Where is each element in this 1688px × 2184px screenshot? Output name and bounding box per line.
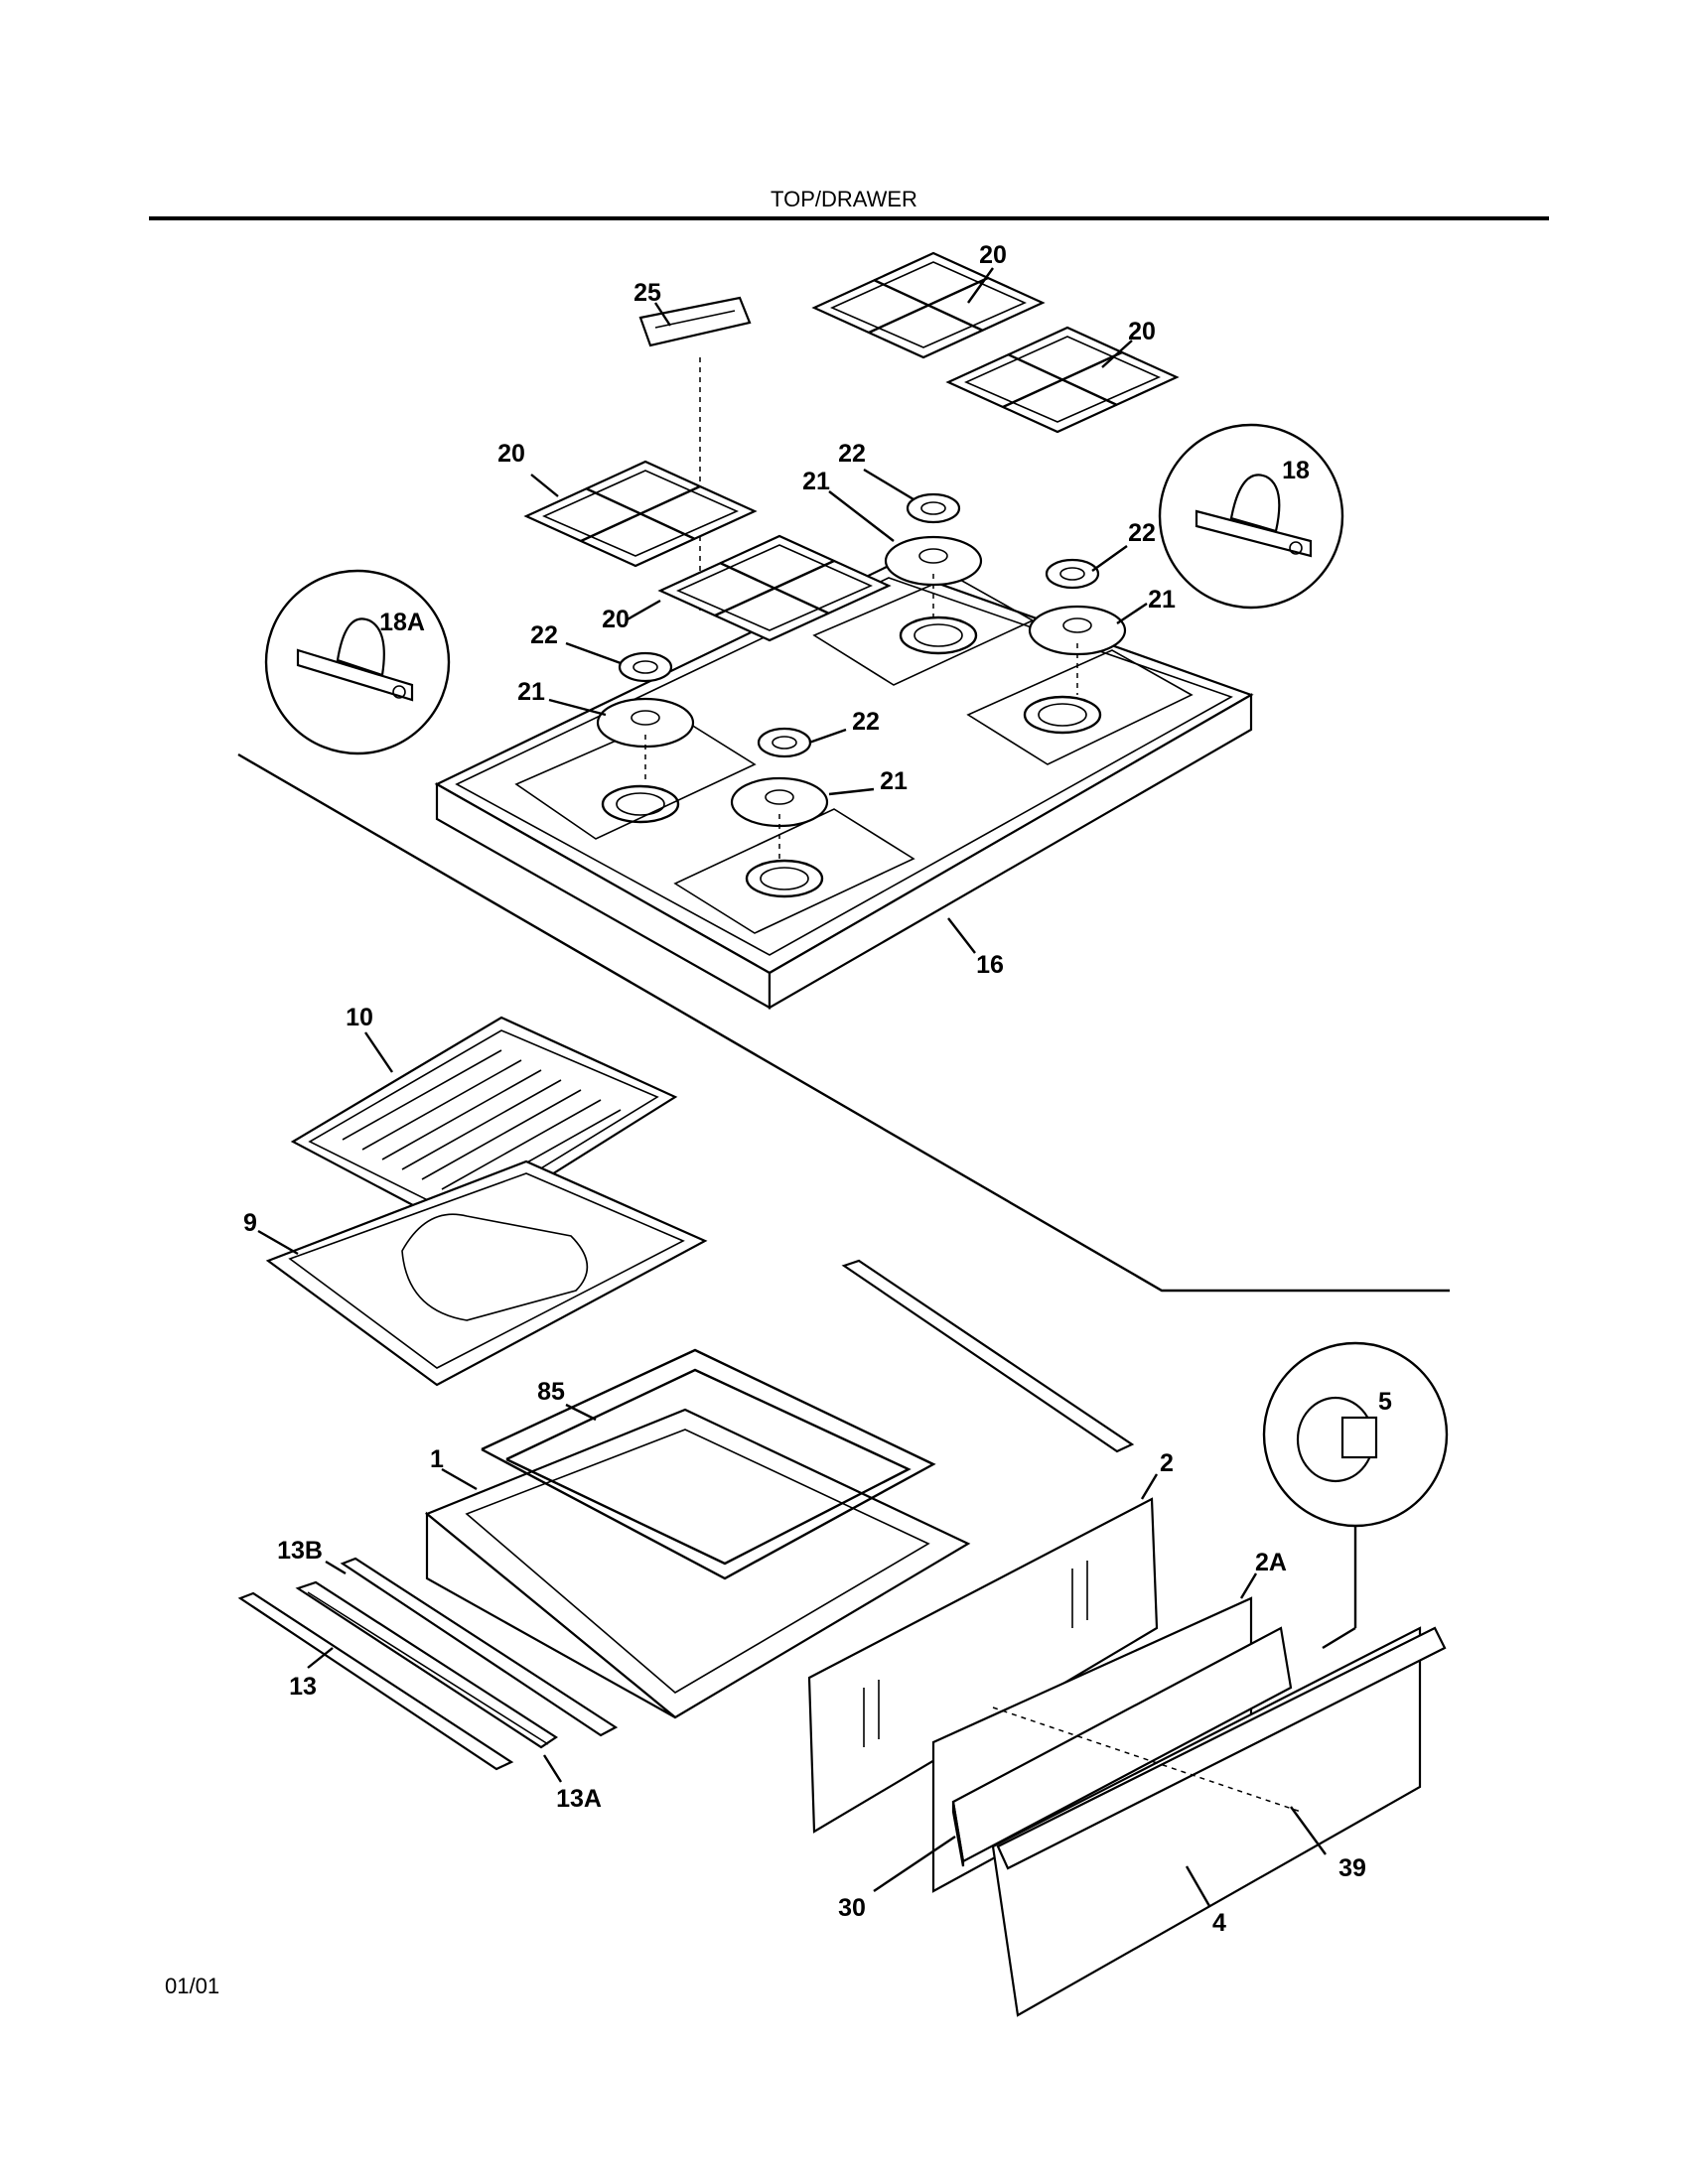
callout-20-top: 20 bbox=[979, 241, 1007, 269]
callout-85: 85 bbox=[537, 1378, 565, 1406]
broiler-pan-part-9 bbox=[265, 1160, 708, 1387]
callout-22-top: 22 bbox=[838, 440, 866, 468]
broiler-grid-part-10 bbox=[290, 1016, 678, 1233]
callout-20-lower: 20 bbox=[602, 606, 630, 633]
callout-4: 4 bbox=[1212, 1909, 1226, 1937]
callout-39: 39 bbox=[1338, 1854, 1366, 1882]
detail-circle-5 bbox=[1262, 1341, 1449, 1650]
callout-22-right: 22 bbox=[1128, 519, 1156, 547]
callout-22-left: 22 bbox=[530, 621, 558, 649]
drawer-side-panel-part-2 bbox=[807, 1497, 1159, 1834]
callout-21-top: 21 bbox=[802, 468, 830, 495]
slide-rail-part-13a bbox=[295, 1580, 559, 1749]
callout-25: 25 bbox=[633, 279, 661, 307]
callout-1: 1 bbox=[430, 1445, 444, 1473]
drawer-front-part-4 bbox=[991, 1626, 1422, 2017]
burner-cap-group bbox=[596, 535, 1127, 828]
callout-13b: 13B bbox=[277, 1537, 323, 1565]
callout-21-right: 21 bbox=[1148, 586, 1176, 614]
callout-18a: 18A bbox=[379, 609, 425, 636]
callout-9: 9 bbox=[243, 1209, 257, 1237]
small-cap-group bbox=[618, 492, 1100, 758]
callout-5: 5 bbox=[1378, 1388, 1392, 1416]
callout-13: 13 bbox=[289, 1673, 317, 1701]
cooktop-part-16 bbox=[434, 564, 1254, 1010]
callout-13a: 13A bbox=[556, 1785, 602, 1813]
callout-10: 10 bbox=[346, 1004, 373, 1031]
slide-rail-part-13 bbox=[237, 1591, 514, 1771]
drawer-rack-part-85 bbox=[481, 1348, 936, 1580]
divider-line bbox=[237, 752, 1450, 1293]
callout-20-right: 20 bbox=[1128, 318, 1156, 345]
header-rule bbox=[149, 216, 1549, 220]
callout-16: 16 bbox=[976, 951, 1004, 979]
drawer-handle-part-39 bbox=[996, 1626, 1447, 1870]
detail-circle-18 bbox=[1158, 423, 1344, 610]
detail-circle-18a bbox=[264, 569, 451, 755]
callout-22-center: 22 bbox=[852, 708, 880, 736]
callout-2: 2 bbox=[1160, 1449, 1174, 1477]
callout-30: 30 bbox=[838, 1894, 866, 1922]
leader-lines bbox=[257, 267, 1327, 1907]
page-title: TOP/DRAWER bbox=[771, 187, 917, 211]
callout-21-left: 21 bbox=[517, 678, 545, 706]
drawer-insulation-part-30 bbox=[951, 1626, 1293, 1867]
callout-21-center: 21 bbox=[880, 767, 908, 795]
slide-rail-part-13b bbox=[340, 1557, 619, 1737]
upper-slide-rail bbox=[841, 1259, 1135, 1453]
callout-2a: 2A bbox=[1255, 1549, 1287, 1576]
callout-20-left: 20 bbox=[497, 440, 525, 468]
callout-18: 18 bbox=[1282, 457, 1310, 484]
footer-date: 01/01 bbox=[165, 1974, 220, 1998]
